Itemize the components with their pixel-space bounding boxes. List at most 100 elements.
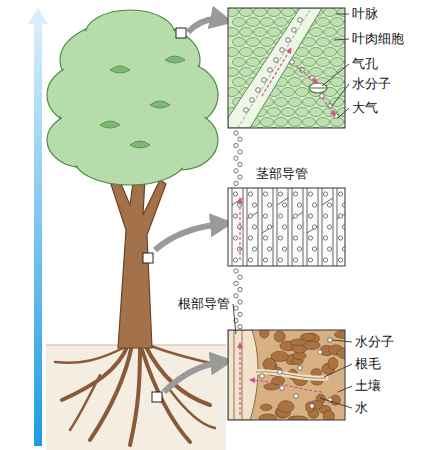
water-path [239,345,240,415]
trunk [108,160,166,348]
water-molecule [238,175,242,179]
leader-line [233,304,236,334]
leaf-cell [268,108,281,117]
water-molecule [297,225,301,229]
leaf-cell [338,8,346,17]
part-label: 叶肉细胞 [352,31,404,47]
leaf-cell [324,68,337,77]
inset-frame [228,8,345,128]
leaf-cell [247,58,260,67]
water-molecule [244,108,249,113]
water-molecule [310,404,315,409]
leaf-cell [331,78,344,87]
canopy-shade [130,141,150,148]
water-molecule [323,214,327,218]
root-vessel [234,330,242,420]
leaf-cell [338,48,346,57]
leaf-cell [275,118,288,127]
leaf-cell [331,118,344,127]
water-molecule [327,225,331,229]
leaf-cell [310,68,323,77]
soil-particle [335,331,345,338]
leader-line [336,14,349,15]
water-molecule [280,48,285,53]
water-molecule [238,325,242,329]
water-molecule [334,114,339,119]
part-label: 气孔 [352,56,378,72]
leaf-tissue [228,8,345,128]
water-molecule [234,281,238,285]
water-molecule [234,143,238,147]
leaf-cell [324,48,337,57]
leaf-cell [324,28,337,37]
water-molecule [233,192,237,196]
water-molecule [338,236,342,240]
soil-particle [278,401,294,413]
canopy-shade [100,121,120,128]
water-molecule [238,150,242,154]
leaf-cell [282,8,295,17]
root [55,347,125,363]
leaf-cell [247,18,260,27]
leader-line [332,340,352,342]
vein-line [238,8,311,128]
leaf-cell [331,18,344,27]
vessel-end [292,212,303,219]
water-molecule [323,192,327,196]
part-label: 土壤 [355,378,381,394]
ground [46,345,226,450]
canopy-shade [110,66,130,73]
leaf-cell [296,88,309,97]
soil-particle [263,358,276,370]
inset-frame [228,188,345,266]
water-molecule [233,236,237,240]
leaf-cell [324,8,337,17]
water-molecule [248,214,252,218]
leaf-cell [233,78,246,87]
water-molecule [327,203,331,207]
water-molecule [263,258,267,262]
water-molecule [263,192,267,196]
leaf-cell [254,8,267,17]
water-molecule [297,247,301,251]
water-molecule [308,192,312,196]
water-molecule [293,192,297,196]
soil-particle [260,330,269,338]
leaf-cell [282,88,295,97]
water-molecule [234,269,238,273]
root [70,375,100,430]
leaf-cell [317,118,330,127]
flow-arrow-head [28,8,48,24]
root [142,350,190,442]
water-molecule [278,192,282,196]
sample-square [176,28,186,38]
leaf-cell [240,8,253,17]
xylem-vessel [247,188,258,266]
water-molecule [298,366,303,371]
root [170,390,215,428]
water-molecule [323,258,327,262]
xylem-vessel [322,188,333,266]
water-molecule [293,258,297,262]
flow-arrow-shaft [34,22,42,446]
background-art [28,8,358,450]
water-molecule [263,214,267,218]
zoom-arrow [164,362,222,392]
xylem-vessel [337,188,345,266]
water-molecule [234,156,238,160]
part-label: 茎部导管 [256,166,308,182]
water-molecule [338,214,342,218]
water-molecule [338,192,342,196]
leaf-cell [338,28,346,37]
water-molecule [250,98,255,103]
water-molecule [234,181,238,185]
root [130,348,140,445]
water-molecule [267,225,271,229]
water-molecule [318,350,323,355]
water-molecule [282,247,286,251]
water-molecule [338,258,342,262]
soil-particle [272,377,285,385]
water-molecule [286,38,291,43]
leaf-cell [268,8,281,17]
xylem-vessel [292,188,303,266]
